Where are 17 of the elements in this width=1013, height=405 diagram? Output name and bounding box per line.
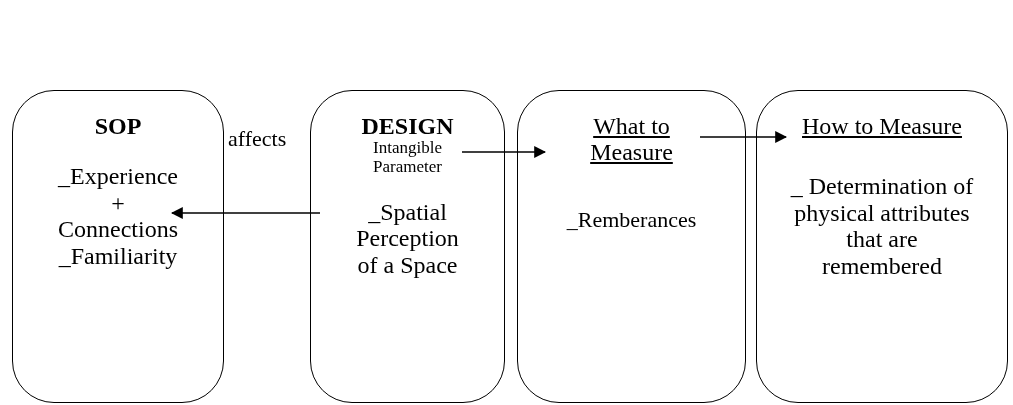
box-heading: How to Measure: [802, 113, 962, 140]
box-body-text: _Experience + Connections _Familiarity: [56, 163, 179, 269]
rounded-box: [756, 90, 1008, 403]
box-body-text: _Spatial Perception of a Space: [355, 198, 460, 278]
rounded-box: [12, 90, 224, 403]
box-heading: What to Measure: [589, 113, 674, 166]
box-body-text: _ Determination of physical attributes that are remembered: [789, 173, 975, 279]
relation-label: affects: [228, 128, 287, 150]
arrow: [170, 207, 321, 219]
rounded-box: [310, 90, 505, 403]
box-heading: DESIGN: [361, 113, 454, 140]
rounded-box: [517, 90, 746, 403]
arrow: [699, 131, 788, 143]
box-subtitle: Intangible Parameter: [372, 139, 443, 177]
box-body-text: _Remberances: [566, 207, 697, 232]
box-heading: SOP: [94, 113, 142, 140]
arrow: [461, 146, 547, 158]
